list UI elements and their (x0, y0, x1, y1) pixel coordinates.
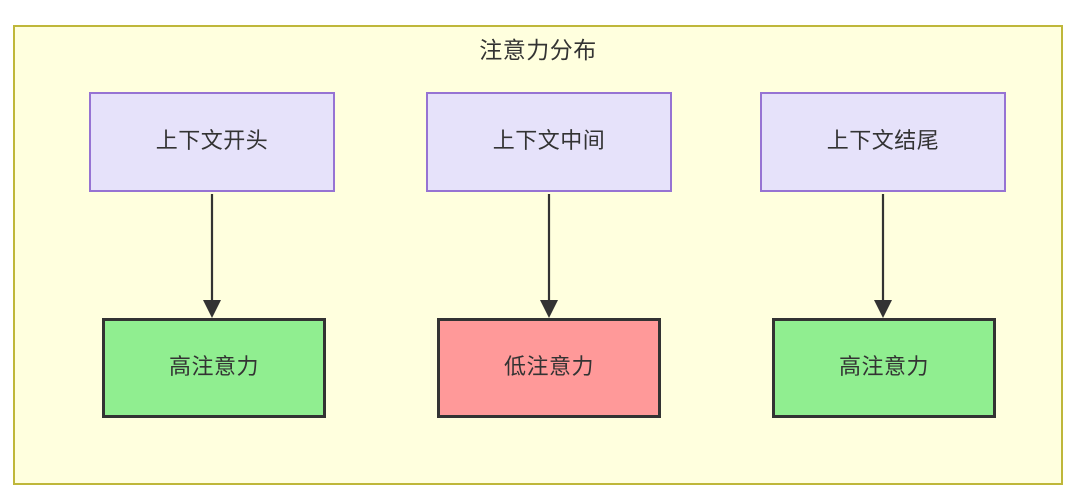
node-context-start[interactable]: 上下文开头 (89, 92, 335, 192)
node-attention-high-end[interactable]: 高注意力 (772, 318, 996, 418)
node-attention-high-start[interactable]: 高注意力 (102, 318, 326, 418)
subgraph-title: 注意力分布 (479, 38, 597, 64)
node-context-middle[interactable]: 上下文中间 (426, 92, 672, 192)
node-attention-low-middle[interactable]: 低注意力 (437, 318, 661, 418)
node-context-end[interactable]: 上下文结尾 (760, 92, 1006, 192)
